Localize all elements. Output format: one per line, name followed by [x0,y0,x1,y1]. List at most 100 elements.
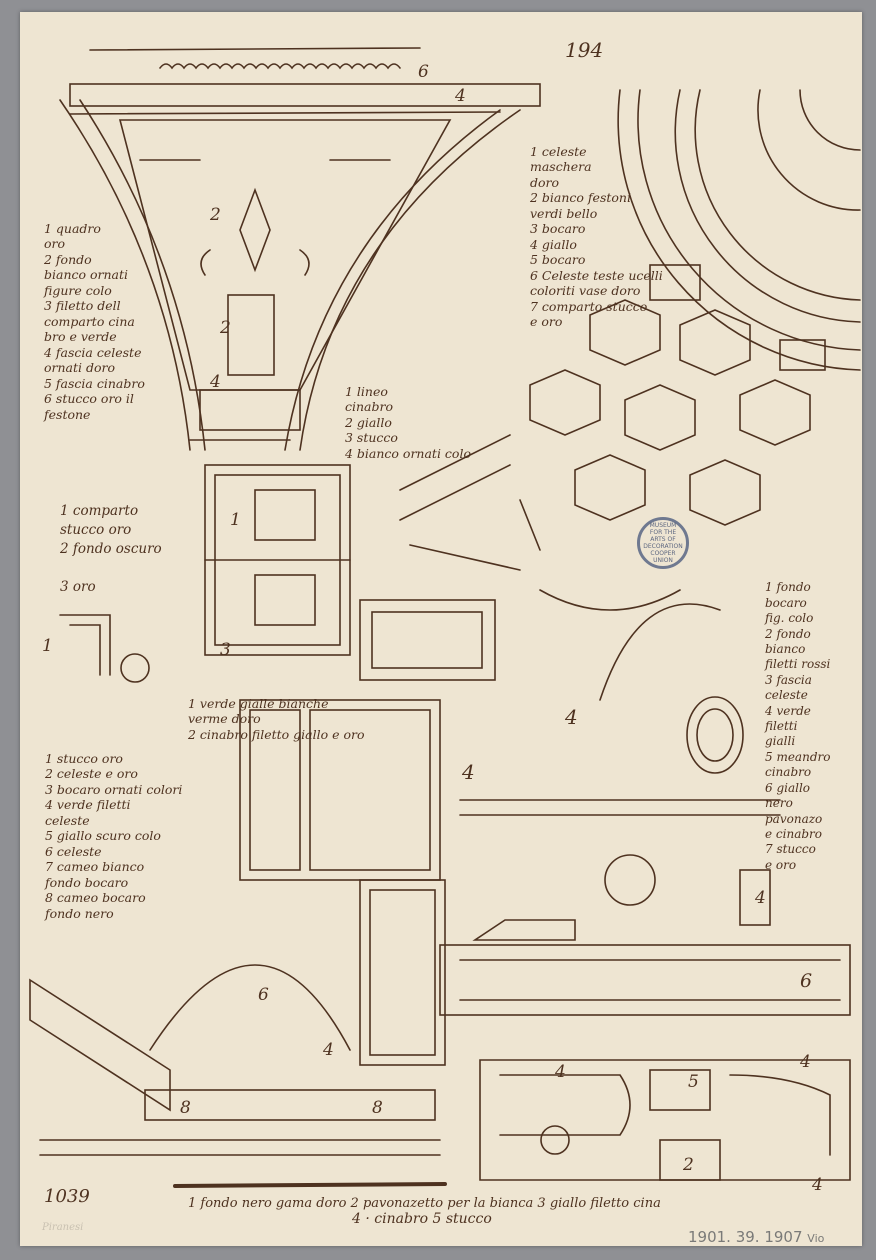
note-line: doro [530,174,560,190]
key-number: 4 [455,86,466,106]
key-number: 6 [418,62,429,82]
accession-number: 1901. 39. 1907 Vio [688,1228,824,1246]
key-number: 6 [258,985,269,1005]
note-line: 8 cameo bocaro [45,890,146,905]
note-line: bianco [765,642,806,657]
note-line: bocaro [765,595,807,610]
note-line: ornati doro [44,360,116,375]
note-line: comparto cina [44,313,135,329]
note-line: nero [765,796,793,811]
note-line: fondo nero [45,905,114,921]
note-bottom-line2: 4 · cinabro 5 stucco [352,1211,492,1227]
key-number: 4 [812,1175,823,1195]
note-line: 1 fondo [765,580,811,595]
note-line: 4 bianco ornati colo [345,445,471,461]
note-line: verme doro [188,711,261,726]
note-line: cinabro [345,399,394,414]
museum-stamp: MUSEUM FOR THE ARTS OF DECORATION COOPER… [637,517,689,569]
note-line: 4 verde [765,703,811,718]
note-line: 2 bianco festoni [530,190,631,205]
note-line: filetti rossi [765,657,831,672]
key-number: 2 [683,1155,694,1175]
square-ceiling-panels [204,434,541,681]
note-line: 6 stucco oro il [44,391,134,406]
note-line: gialli [765,734,796,749]
note-line: 2 cinabro filetto giallo e oro [188,726,365,742]
top-frieze [69,47,541,115]
note-line: 1 quadro [44,220,101,236]
note-line: filetti [765,719,798,734]
key-number: 4 [755,888,766,908]
note-line: maschera [530,159,592,174]
key-number: 1 [230,510,241,530]
key-number: 4 [210,372,221,392]
note-line: 6 Celeste teste ucelli [530,267,663,283]
note-line: 7 cameo bianco [45,859,145,874]
note-line: 5 giallo scuro colo [45,828,161,843]
note-line: celeste [765,688,808,703]
note-line: 5 fascia cinabro [44,375,145,391]
key-number: 3 [220,640,231,660]
note-line: 6 giallo [765,780,811,795]
note-line: 2 fondo oscuro [60,541,162,557]
note-line: oro [44,236,66,251]
hexagon-coffers [529,264,826,526]
paper-sheet [20,12,862,1246]
note-line: 3 fascia [765,672,812,687]
note-line: bro e verde [44,329,117,344]
key-number: 4 [565,705,578,729]
grotesque-panel [439,589,851,1016]
key-number: 8 [180,1098,191,1118]
note-line: 4 giallo [530,236,577,252]
struck-text-line [173,1182,447,1188]
note-line: bianco ornati [44,267,129,282]
key-number: 2 [210,205,221,225]
note-line: 2 giallo [345,414,392,430]
key-number: 6 [800,970,813,992]
note-line: fondo bocaro [45,874,129,890]
note-line: 7 comparto stucco [530,298,648,314]
note-line: 6 celeste [45,843,102,859]
note-line: 2 fondo [765,626,811,641]
note-line: e oro [765,857,797,872]
key-number: 4 [462,760,475,784]
note-line: verdi bello [530,205,598,221]
note-line: stucco oro [60,522,132,538]
note-line: figure colo [44,282,112,298]
note-bottom-line1: 1 fondo nero gama doro 2 pavonazetto per… [188,1196,661,1211]
page-number: 194 [565,38,604,62]
note-line: 4 verde filetti [45,797,131,812]
note-line: 1 comparto [60,503,139,519]
lower-panels [29,699,446,1156]
note-line: pavonazo [765,811,823,826]
accession-number-text: 1901. 39. 1907 [688,1228,803,1246]
note-line: celeste [45,812,90,828]
note-line: festone [44,406,91,422]
note-line: 5 bocaro [530,252,586,267]
note-line: 1 lineo [345,383,388,399]
key-number: 1 [42,636,53,656]
note-line: 5 meandro [765,749,831,764]
note-line: 3 bocaro ornati colori [45,781,183,797]
note-line: 1 verde gialle bianche [188,695,329,711]
note-line: cinabro [765,765,812,780]
key-number: 5 [688,1072,699,1092]
note-line: coloriti vase doro [530,283,641,298]
key-number: 4 [800,1052,811,1072]
key-number: 2 [220,318,231,338]
note-line: 1 celeste [530,143,587,159]
bottom-cartouches [479,1059,851,1181]
key-number: 8 [372,1098,383,1118]
note-line: 7 stucco [765,842,816,857]
note-line: 1 stucco oro [45,750,123,766]
note-line: 3 bocaro [530,221,586,236]
inventory-number: 1039 [44,1186,90,1207]
